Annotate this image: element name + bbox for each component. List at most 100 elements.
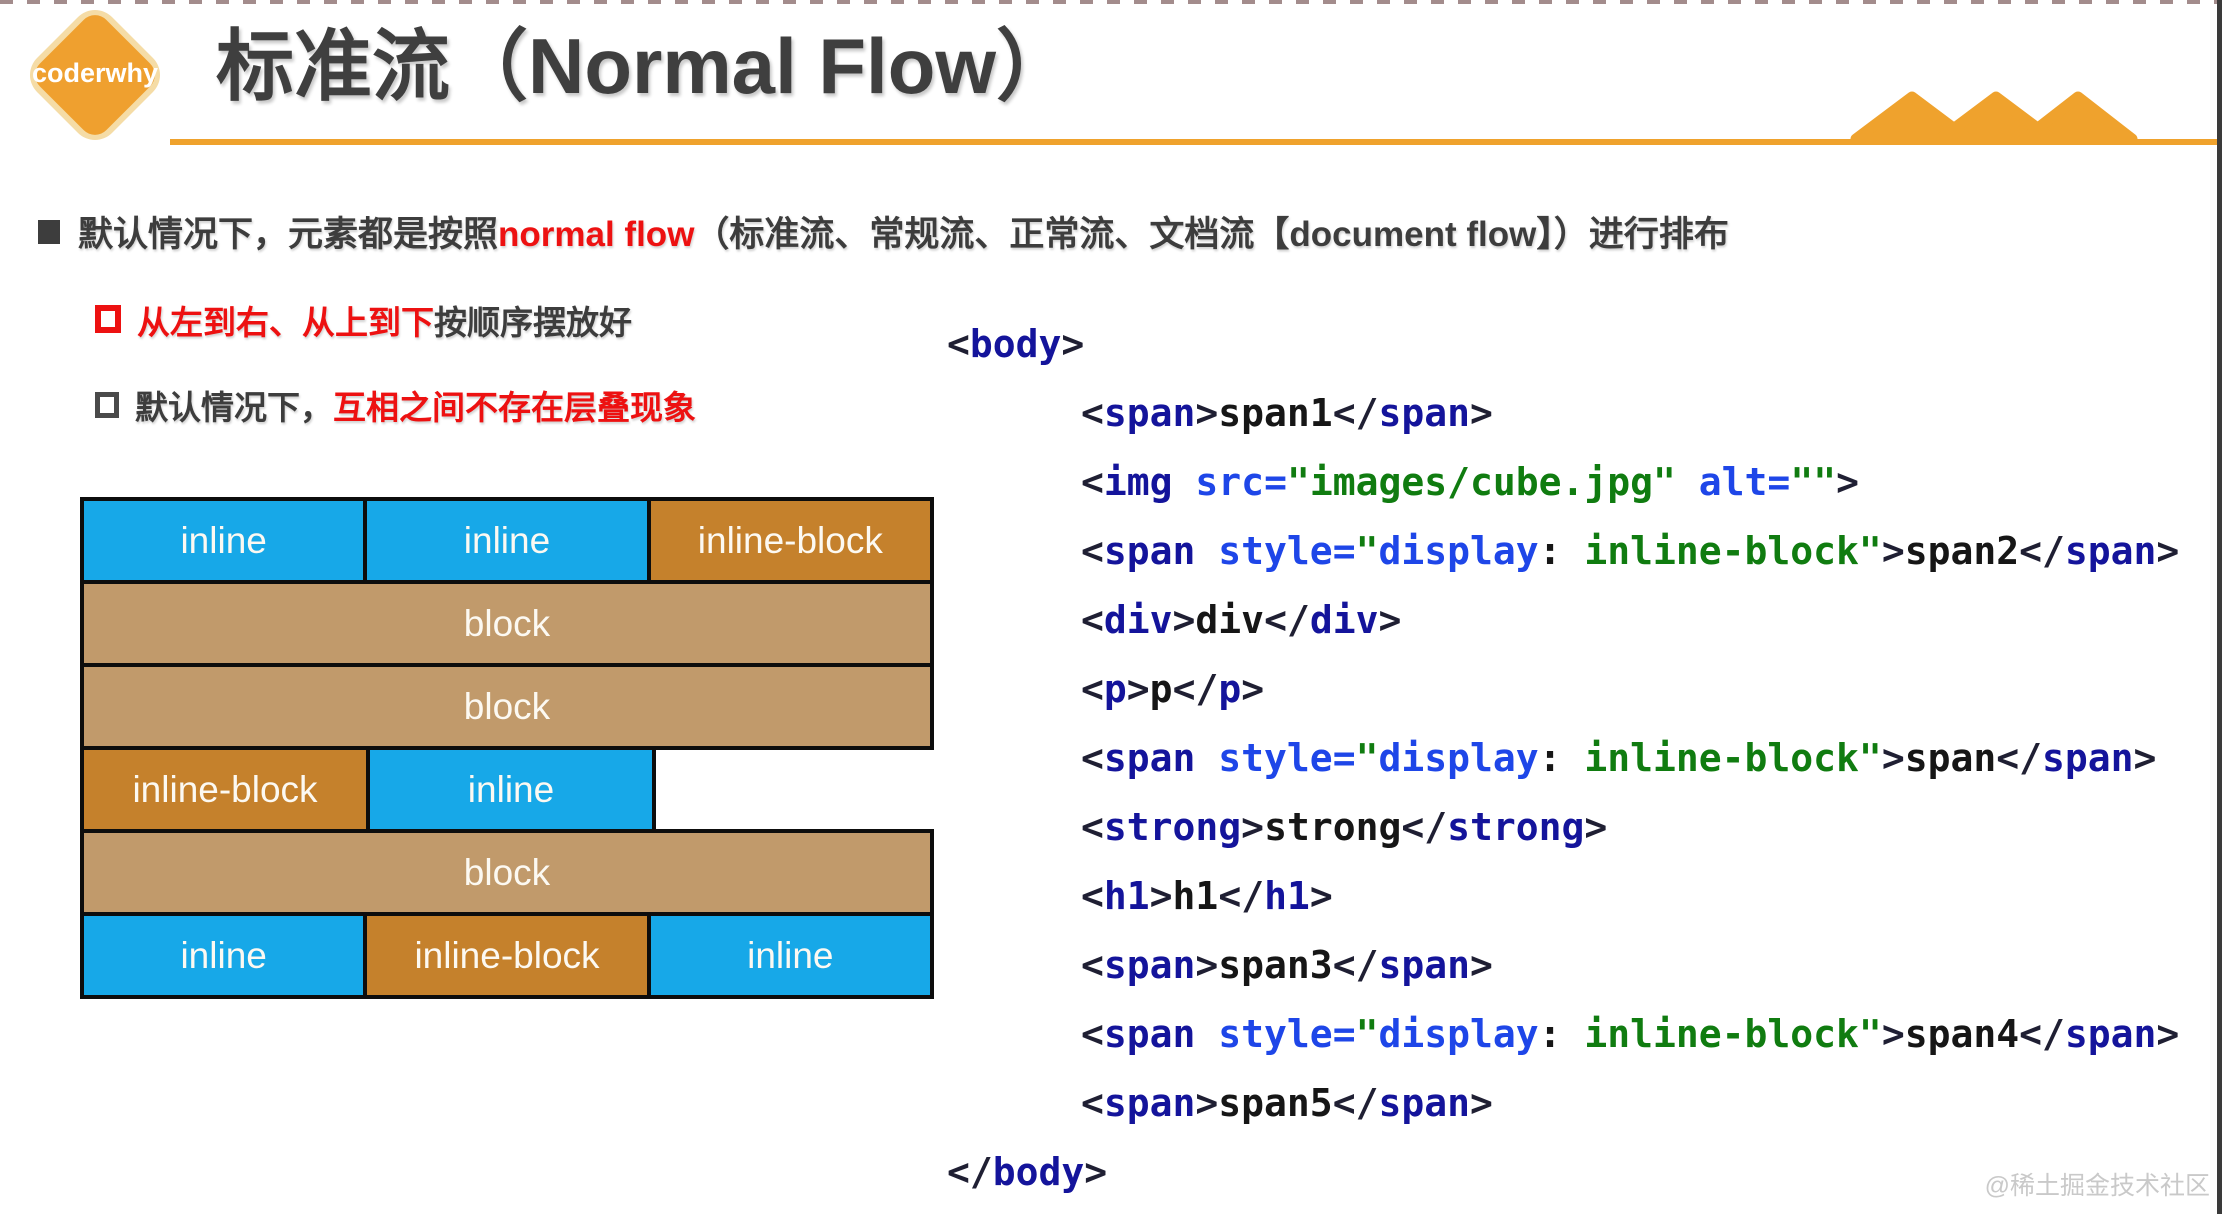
code-token: = — [1264, 460, 1287, 504]
code-token: > — [1084, 1150, 1108, 1194]
diagram-box-inline-block: inline-block — [646, 497, 934, 584]
diagram-box-label: block — [463, 851, 551, 893]
diagram-box-label: inline — [180, 519, 267, 561]
code-line: <p>p</p> — [947, 655, 2179, 724]
diagram-box-label: inline-block — [414, 934, 600, 976]
code-token: > — [1836, 460, 1859, 504]
code-line: <span style="display: inline-block">span… — [947, 1000, 2179, 1069]
diagram-box-label: inline — [463, 519, 551, 561]
logo-text: coderwhy — [31, 58, 159, 88]
diagram-row: block — [80, 829, 934, 916]
code-token — [1173, 460, 1196, 504]
code-token: span — [1378, 943, 1470, 987]
code-token: strong — [1264, 805, 1402, 849]
bullet-main-text-red: normal flow — [498, 215, 695, 254]
bullet-main-text-2: （标准流、常规流、正常流、文档流【document flow】）进行排布 — [694, 215, 1729, 254]
code-line: <span style="display: inline-block">span… — [947, 517, 2179, 586]
top-dashed-edge — [0, 0, 2222, 4]
code-token: p — [1218, 667, 1242, 711]
code-token: </ — [1332, 391, 1379, 435]
code-token: p — [1149, 667, 1173, 711]
code-line: <span>span1</span> — [947, 379, 2179, 448]
code-token: div — [1309, 598, 1379, 642]
code-token: > — [1378, 598, 1402, 642]
code-token: h1 — [1264, 874, 1310, 918]
code-token: strong — [1447, 805, 1585, 849]
code-token: : — [1538, 1012, 1562, 1056]
code-token: < — [1081, 667, 1104, 711]
mountains-icon — [1850, 91, 2138, 145]
diagram-box-inline-block: inline-block — [363, 912, 651, 999]
diagram-box-label: inline — [180, 934, 267, 976]
code-token: < — [1081, 1081, 1104, 1125]
code-token: > — [1241, 667, 1265, 711]
diagram-box-empty — [652, 746, 934, 833]
diagram-box-block: block — [80, 580, 934, 667]
code-token: < — [1081, 598, 1104, 642]
code-token: span — [1103, 736, 1196, 780]
code-token: </ — [947, 1150, 993, 1194]
diagram-row: block — [80, 663, 934, 750]
code-token: </ — [2019, 529, 2065, 573]
bullet-main-text-1: 默认情况下，元素都是按照 — [78, 215, 499, 254]
diagram-box-label: inline — [467, 768, 555, 810]
diagram-row: inline-block inline — [80, 746, 934, 833]
code-line: <span style="display: inline-block">span… — [947, 724, 2179, 793]
code-token: > — [1195, 391, 1219, 435]
code-token: display — [1378, 1012, 1539, 1056]
code-token: inline-block" — [1561, 736, 1882, 780]
diagram-box-label: inline-block — [132, 768, 318, 810]
code-token: img — [1103, 460, 1173, 504]
code-token: > — [1195, 943, 1219, 987]
bullet-sub-2: 默认情况下，互相之间不存在层叠现象 — [95, 381, 696, 429]
code-token: < — [1081, 529, 1104, 573]
code-token: body — [969, 322, 1062, 366]
code-token: > — [1584, 805, 1608, 849]
code-token: span — [1378, 391, 1470, 435]
title-underline — [170, 139, 2217, 145]
code-token: > — [1469, 943, 1493, 987]
code-token: = — [1332, 736, 1356, 780]
code-token: > — [1149, 874, 1173, 918]
code-token: < — [1081, 460, 1104, 504]
code-line: <h1>h1</h1> — [947, 862, 2179, 931]
bullet-sub1-text-red: 从左到右、从上到下 — [137, 304, 434, 341]
code-line: <span>span5</span> — [947, 1069, 2179, 1138]
code-token: < — [1081, 1012, 1104, 1056]
code-token: strong — [1103, 805, 1242, 849]
code-line: <img src="images/cube.jpg" alt=""> — [947, 448, 2179, 517]
code-token: span4 — [1904, 1012, 2020, 1056]
code-token: </ — [1264, 598, 1310, 642]
code-token: < — [1081, 391, 1104, 435]
code-token: inline-block" — [1561, 1012, 1882, 1056]
code-token: > — [1881, 736, 1905, 780]
code-token: < — [1081, 874, 1104, 918]
code-token — [1195, 1012, 1218, 1056]
code-token: </ — [2019, 1012, 2065, 1056]
hollow-square-bullet-icon — [95, 392, 119, 418]
code-token: < — [947, 322, 970, 366]
code-block: <body><span>span1</span><img src="images… — [947, 310, 2179, 1207]
code-token: span — [1904, 736, 1997, 780]
code-token: > — [1195, 1081, 1219, 1125]
code-token: </ — [1172, 667, 1219, 711]
code-token: h1 — [1103, 874, 1150, 918]
bullet-sub2-text-red: 互相之间不存在层叠现象 — [333, 389, 696, 426]
code-token: " — [1355, 1012, 1379, 1056]
diagram-box-label: block — [463, 602, 551, 644]
code-token: > — [2133, 736, 2157, 780]
code-token: : — [1538, 736, 1562, 780]
code-token: span — [1103, 943, 1196, 987]
right-screen-edge — [2217, 0, 2222, 1214]
code-token: h1 — [1172, 874, 1219, 918]
diagram-box-inline: inline — [80, 912, 368, 999]
watermark: @稀土掘金技术社区 — [1984, 1172, 2210, 1200]
diagram-box-block: block — [80, 829, 934, 916]
diagram-row: block — [80, 580, 934, 667]
code-token: display — [1378, 529, 1539, 573]
code-token: span — [1103, 391, 1196, 435]
code-token — [1195, 529, 1218, 573]
code-token — [1676, 460, 1699, 504]
